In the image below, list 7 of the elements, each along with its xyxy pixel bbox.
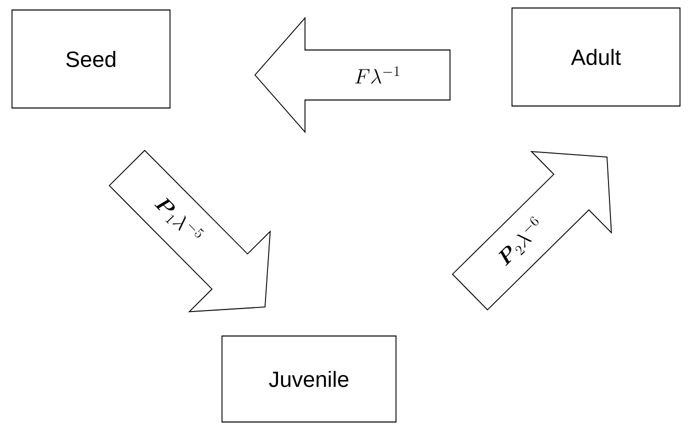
stage-box: Adult [512,8,680,106]
stage-box: Seed [12,10,170,108]
stage-box: Juvenile [222,336,396,422]
edge-label: $\boldsymbol{P}_{2}\lambda^{-6}$ [492,214,550,270]
edge-label: $F\lambda^{-1}$ [353,66,402,84]
block-arrow [254,16,450,134]
edge-label: $\boldsymbol{P}_{1}\lambda^{-5}$ [150,191,207,248]
